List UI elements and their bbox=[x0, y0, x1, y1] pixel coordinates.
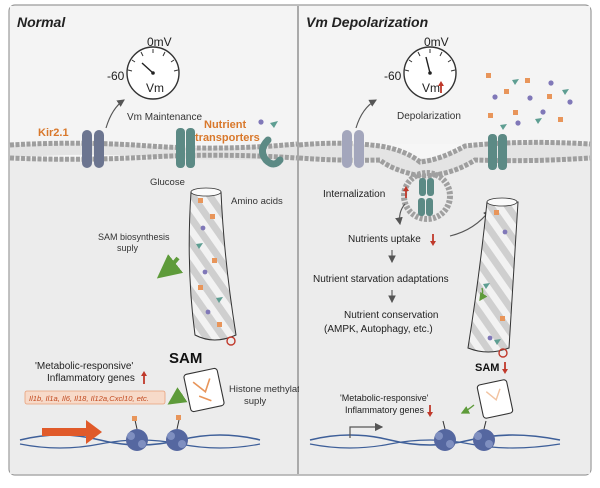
nutrients-uptake-label: Nutrients uptake bbox=[348, 234, 421, 245]
right-nucleosome-1 bbox=[434, 420, 456, 451]
internalization-to-uptake-arrow bbox=[395, 203, 406, 226]
transporter-label-line1: Nutrient bbox=[204, 119, 247, 131]
left-sam-label: SAM bbox=[169, 350, 202, 367]
right-histone-supply-arrow bbox=[460, 404, 475, 414]
gauge-vm-label: Vm bbox=[422, 81, 440, 95]
gauge-needle bbox=[141, 62, 154, 74]
left-panel: Normal 0mV -60 Vm Vm Maintenance Kir2.1 … bbox=[9, 6, 312, 474]
metabolic-label-line1: 'Metabolic-responsive' bbox=[35, 361, 133, 372]
left-cytoplasm bbox=[10, 158, 297, 474]
sam-biosynthesis-line1: SAM biosynthesis bbox=[98, 232, 170, 242]
metabolic-label-line2: Inflammatory genes bbox=[47, 373, 135, 384]
depolarization-label: Depolarization bbox=[397, 111, 461, 122]
amino-acids-label: Amino acids bbox=[231, 196, 283, 207]
gauge-needle bbox=[425, 56, 431, 74]
histone-supply-arrow bbox=[167, 387, 188, 405]
depolarization-arrow bbox=[355, 99, 377, 129]
right-tube-ring bbox=[498, 348, 508, 358]
transporter-label-line2: transporters bbox=[195, 132, 260, 144]
transcription-arrow bbox=[42, 420, 102, 444]
right-transcription-arrow bbox=[349, 422, 384, 438]
right-metabolic-label-line2: Inflammatory genes bbox=[345, 405, 425, 415]
right-voltage-gauge: 0mV -60 Vm bbox=[384, 35, 457, 100]
right-transporter bbox=[488, 134, 507, 170]
extracellular-nutrients bbox=[486, 73, 573, 130]
right-kir-channel bbox=[342, 130, 364, 168]
vm-maintenance-label: Vm Maintenance bbox=[127, 112, 202, 123]
histone-label-line1: Histone methylation bbox=[229, 384, 312, 395]
gauge-zero-label: 0mV bbox=[424, 35, 449, 49]
left-membrane bbox=[9, 140, 298, 162]
tube-nutrients bbox=[196, 198, 223, 327]
genes-list-text: Il1b, Il1a, Il6, Il18, Il12a,Cxcl10, etc… bbox=[29, 394, 149, 403]
gauge-vm-label: Vm bbox=[146, 81, 164, 95]
conservation-label-line2: (AMPK, Autophagy, etc.) bbox=[324, 324, 433, 335]
kir-channel bbox=[82, 130, 104, 168]
nutrient-transporter bbox=[176, 128, 195, 168]
gauge-zero-label: 0mV bbox=[147, 35, 172, 49]
gauge-neg-label: -60 bbox=[384, 69, 402, 83]
gauge-neg-label: -60 bbox=[107, 69, 125, 83]
genes-list-box bbox=[24, 390, 166, 405]
right-biosynthesis-arrow bbox=[479, 287, 488, 302]
left-voltage-gauge: 0mV -60 Vm bbox=[107, 35, 180, 100]
right-sam-card bbox=[476, 379, 514, 419]
right-tube bbox=[467, 201, 519, 353]
left-sam-card bbox=[183, 367, 225, 413]
internalization-label: Internalization bbox=[323, 189, 385, 200]
right-panel: Vm Depolarization 0mV -60 Vm Depolarizat… bbox=[298, 6, 591, 474]
starvation-label: Nutrient starvation adaptations bbox=[313, 274, 449, 285]
kir-label: Kir2.1 bbox=[38, 127, 69, 139]
nucleosome-2 bbox=[166, 415, 188, 451]
glucose-label: Glucose bbox=[150, 177, 185, 188]
tube-ring bbox=[226, 336, 236, 346]
right-title: Vm Depolarization bbox=[306, 14, 428, 30]
right-nucleosome-2 bbox=[473, 420, 495, 451]
open-transporter bbox=[259, 136, 284, 168]
right-metabolic-label-line1: 'Metabolic-responsive' bbox=[340, 393, 429, 403]
left-title: Normal bbox=[17, 14, 66, 30]
vm-maintenance-arrow bbox=[105, 99, 125, 129]
conservation-label-line1: Nutrient conservation bbox=[344, 310, 439, 321]
sam-biosynthesis-line2: suply bbox=[117, 243, 139, 253]
nucleosome-1 bbox=[126, 416, 148, 451]
endocytic-vesicle bbox=[401, 170, 453, 222]
sam-biosynthesis-arrow bbox=[156, 254, 184, 279]
right-sam-label: SAM bbox=[475, 362, 499, 374]
right-tube-nutrients bbox=[483, 210, 508, 345]
histone-label-line2: suply bbox=[244, 396, 266, 407]
